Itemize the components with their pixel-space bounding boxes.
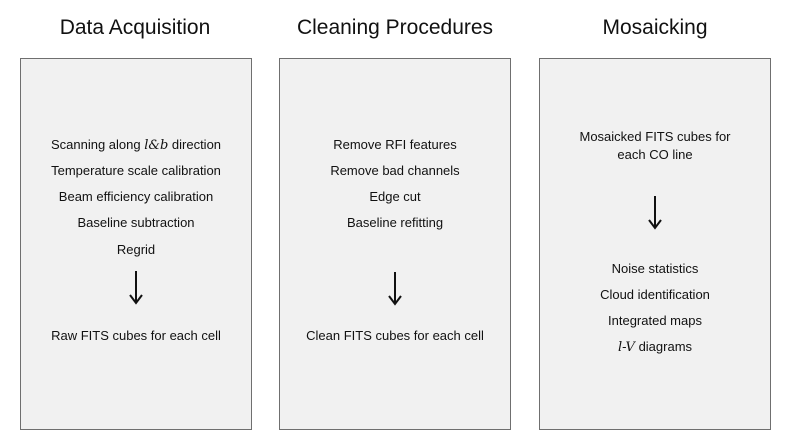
column-title-mosaicking: Mosaicking <box>602 16 708 39</box>
data-acquisition-panel: Scanning along l&b direction Temperature… <box>20 58 252 430</box>
output-clean-fits: Clean FITS cubes for each cell <box>306 328 484 343</box>
column-title-data-acquisition: Data Acquisition <box>59 16 211 39</box>
column-title-cleaning-procedures: Cleaning Procedures <box>296 16 494 39</box>
step-lv-post: diagrams <box>634 339 693 354</box>
step-temperature-calibration: Temperature scale calibration <box>51 163 221 178</box>
step-edge-cut: Edge cut <box>369 189 421 204</box>
input-mosaicked-fits-line1: Mosaicked FITS cubes for <box>579 129 731 144</box>
down-arrow-icon <box>648 196 662 230</box>
step-remove-rfi: Remove RFI features <box>333 137 457 152</box>
step-scanning-pre: Scanning along <box>50 137 145 152</box>
step-integrated-maps: Integrated maps <box>608 313 702 328</box>
step-regrid: Regrid <box>116 242 156 257</box>
step-baseline-refitting: Baseline refitting <box>346 215 444 230</box>
step-scanning: Scanning along l&b direction <box>21 137 251 153</box>
mosaicking-panel: Mosaicked FITS cubes for each CO line No… <box>539 58 771 430</box>
step-lv-diagrams: l-V diagrams <box>540 339 770 355</box>
step-remove-bad-channels: Remove bad channels <box>330 163 460 178</box>
step-noise-statistics: Noise statistics <box>611 261 699 276</box>
cleaning-procedures-panel: Remove RFI features Remove bad channels … <box>279 58 511 430</box>
step-cloud-identification: Cloud identification <box>600 287 710 302</box>
step-scanning-math: l&b <box>144 138 169 153</box>
down-arrow-icon <box>129 271 143 305</box>
step-scanning-post: direction <box>168 137 222 152</box>
input-mosaicked-fits-line2: each CO line <box>617 147 693 162</box>
step-lv-math: l-V <box>617 340 635 355</box>
step-baseline-subtraction: Baseline subtraction <box>77 215 195 230</box>
output-raw-fits: Raw FITS cubes for each cell <box>51 328 221 343</box>
down-arrow-icon <box>388 272 402 306</box>
step-beam-efficiency: Beam efficiency calibration <box>58 189 214 204</box>
